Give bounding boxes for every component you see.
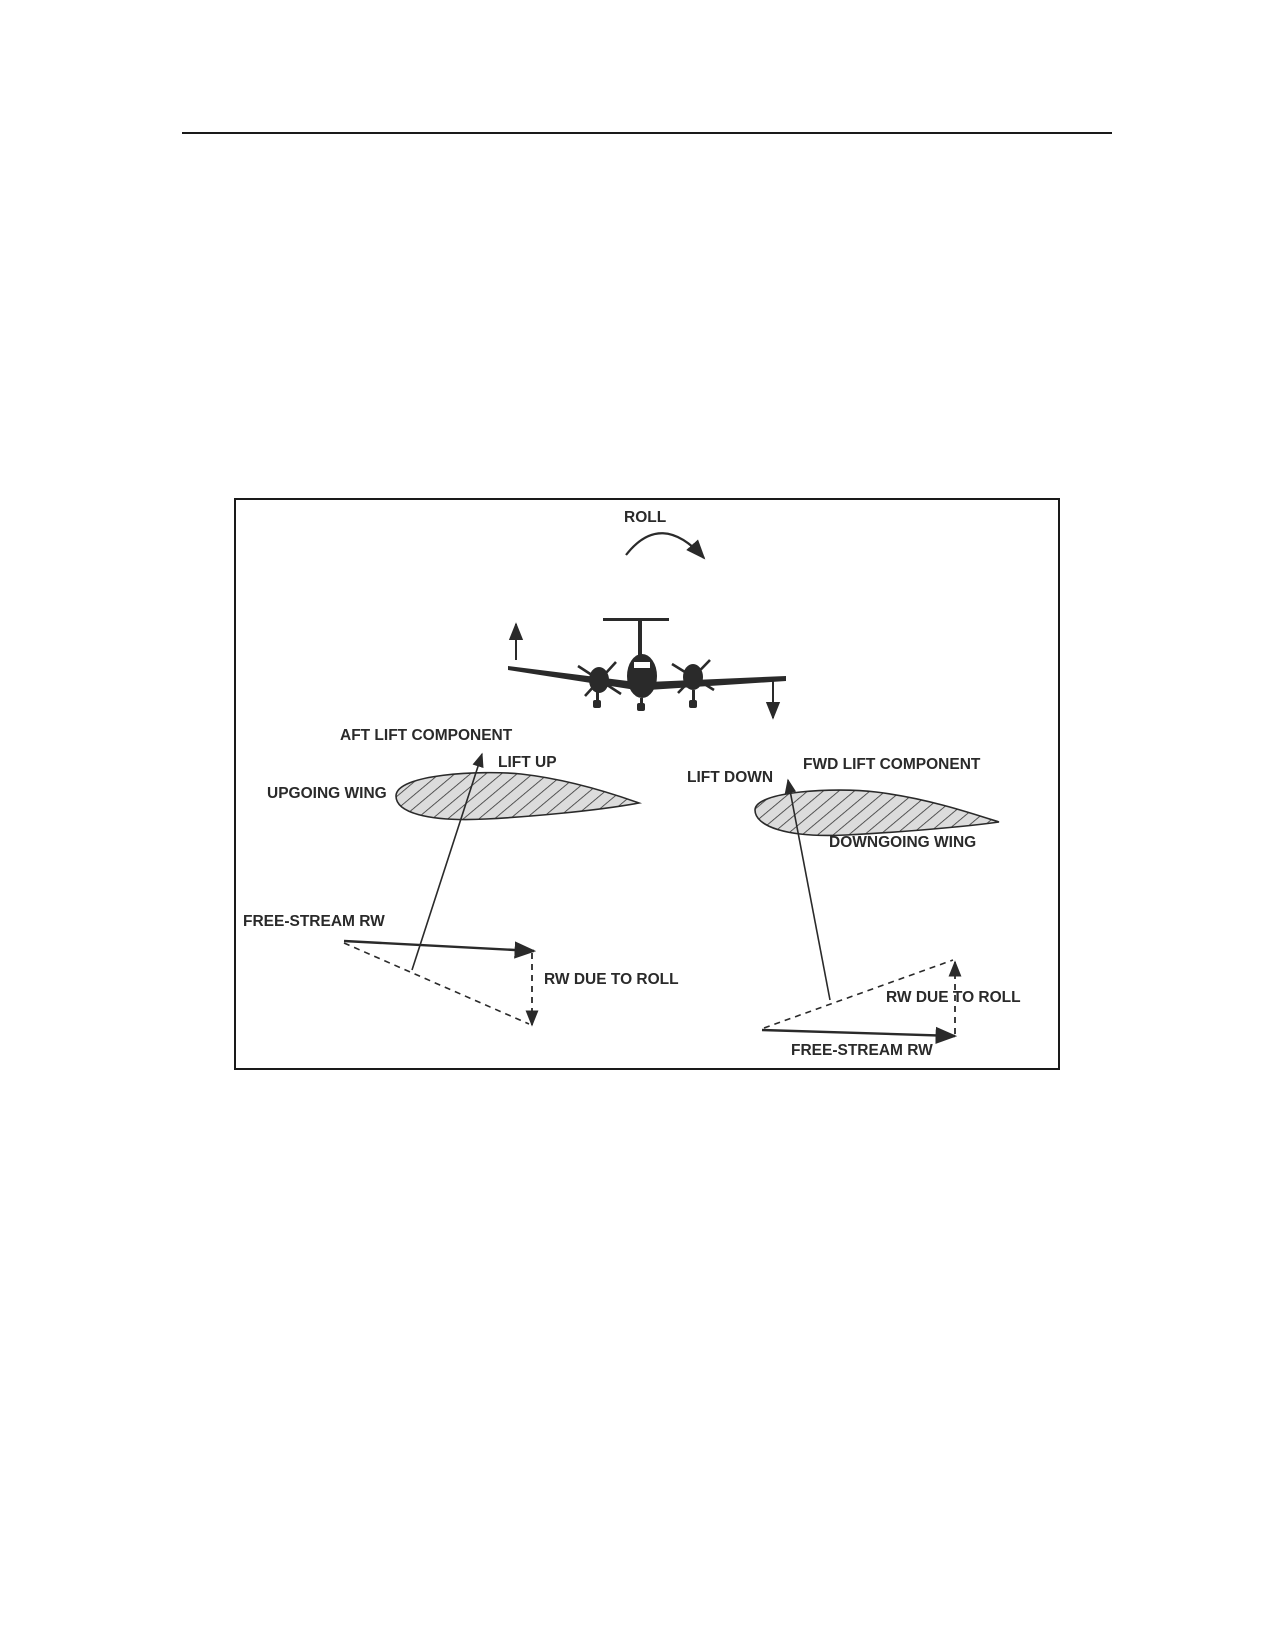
lift-down-label: LIFT DOWN [687,769,773,786]
upgoing-wing-airfoil [395,771,643,821]
downgoing-wing-label: DOWNGOING WING [829,834,976,851]
rw-due-to-roll-left-label: RW DUE TO ROLL [544,971,679,988]
diagram-canvas: ROLL [243,509,1021,1059]
upgoing-wing-label: UPGOING WING [267,785,387,802]
airplane-icon [508,618,786,711]
roll-arc-arrow [625,532,706,560]
fwd-lift-component-label: FWD LIFT COMPONENT [803,756,981,773]
free-stream-rw-right-label: FREE-STREAM RW [791,1042,933,1059]
lift-up-vector [411,752,484,971]
downgoing-wing-airfoil [754,789,1000,837]
lift-up-label: LIFT UP [498,754,557,771]
rw-due-to-roll-right-label: RW DUE TO ROLL [886,989,1021,1006]
resultant-rw-right-line [763,959,954,1029]
free-stream-rw-right-vector [761,1026,958,1045]
roll-lift-diagram: ROLL [234,498,1060,1070]
lift-down-vector [784,778,831,1001]
resultant-rw-left-line [343,942,530,1025]
header-rule [182,132,1112,134]
aft-lift-component-label: AFT LIFT COMPONENT [340,727,513,744]
free-stream-rw-left-vector [343,939,537,959]
free-stream-rw-left-label: FREE-STREAM RW [243,913,385,930]
roll-label: ROLL [624,509,666,526]
